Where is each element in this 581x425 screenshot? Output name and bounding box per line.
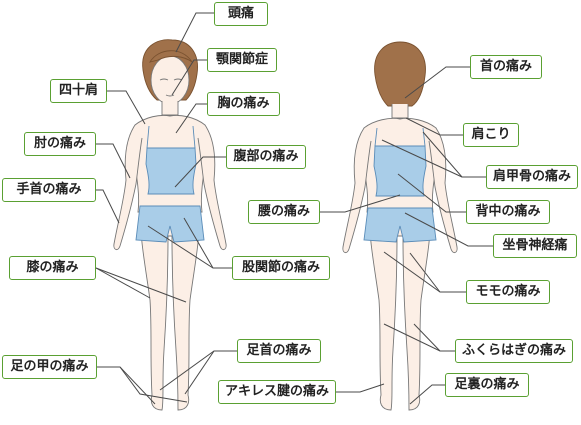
label-sole[interactable]: 足裏の痛み <box>445 373 529 397</box>
label-thigh[interactable]: モモの痛み <box>466 280 550 304</box>
leader-knee-right <box>95 267 187 303</box>
label-achilles[interactable]: アキレス腱の痛み <box>218 380 336 404</box>
leader-knee-left <box>95 267 151 299</box>
label-knee[interactable]: 膝の痛み <box>9 256 96 280</box>
leader-calf-right <box>413 323 441 352</box>
label-sciatica[interactable]: 坐骨神経痛 <box>493 234 577 258</box>
front-figure <box>113 39 227 411</box>
label-neck[interactable]: 首の痛み <box>470 55 542 79</box>
leader-lines <box>95 12 493 405</box>
leader-instep-left <box>97 366 156 405</box>
leader-headache <box>175 12 214 53</box>
leader-neck <box>404 66 470 99</box>
leader-mid-back <box>397 173 466 213</box>
leader-chest <box>175 103 207 134</box>
leader-scapula-left <box>381 139 463 178</box>
leader-sole <box>409 384 445 405</box>
label-mid-back[interactable]: 背中の痛み <box>466 200 550 224</box>
label-instep[interactable]: 足の甲の痛み <box>2 355 97 379</box>
label-scapula[interactable]: 肩甲骨の痛み <box>486 165 578 189</box>
leader-thigh-right <box>409 252 441 293</box>
leader-sciatica <box>404 212 493 247</box>
leader-lower-back <box>320 194 401 213</box>
leader-wrist <box>96 189 120 224</box>
leader-instep-right <box>119 366 188 403</box>
leader-elbow <box>96 143 131 179</box>
label-abdomen[interactable]: 腹部の痛み <box>226 145 306 169</box>
leader-hip-right <box>183 217 214 269</box>
leader-shoulder-front <box>107 90 146 125</box>
label-elbow[interactable]: 肘の痛み <box>24 132 96 156</box>
label-hip-joint[interactable]: 股関節の痛み <box>232 256 330 280</box>
label-jaw[interactable]: 顎関節症 <box>207 48 277 72</box>
leader-ankle-right <box>184 350 215 395</box>
label-calf[interactable]: ふくらはぎの痛み <box>455 339 573 363</box>
leader-jaw <box>171 59 207 96</box>
label-stiff-shoulder[interactable]: 肩こり <box>463 123 519 147</box>
label-shoulder-front[interactable]: 四十肩 <box>50 79 107 103</box>
label-chest[interactable]: 胸の痛み <box>207 92 280 116</box>
label-headache[interactable]: 頭痛 <box>214 2 268 26</box>
leader-stiff-shoulder <box>405 117 463 136</box>
leader-abdomen <box>174 156 226 188</box>
label-lower-back[interactable]: 腰の痛み <box>248 200 320 224</box>
label-wrist[interactable]: 手首の痛み <box>2 178 96 202</box>
leader-achilles <box>336 383 385 393</box>
label-ankle[interactable]: 足首の痛み <box>237 339 321 363</box>
back-figure <box>342 41 458 411</box>
